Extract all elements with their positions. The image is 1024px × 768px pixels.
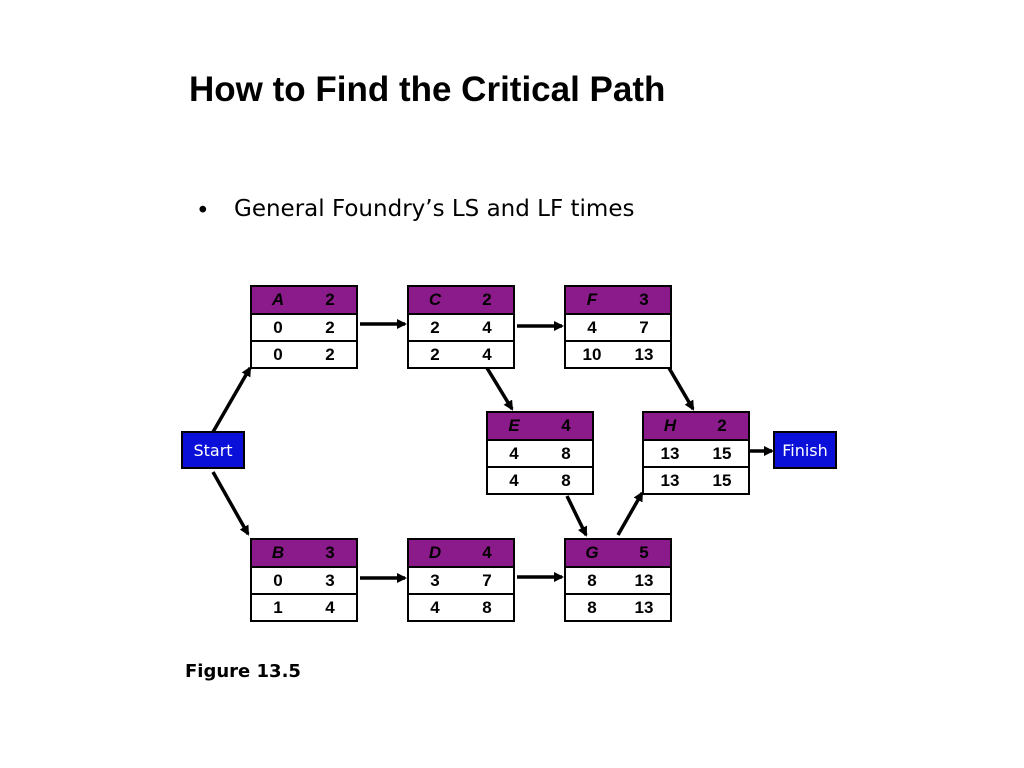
activity-time: 2 (325, 290, 335, 309)
es-value: 3 (430, 570, 440, 590)
activity-name: F (586, 290, 598, 309)
activity-name: D (428, 543, 442, 562)
finish-label: Finish (782, 440, 828, 460)
ef-value: 7 (639, 317, 649, 337)
activity-name: G (585, 543, 599, 562)
es-value: 0 (273, 570, 283, 590)
ef-value: 7 (482, 570, 492, 590)
activity-name: C (428, 290, 442, 309)
ls-value: 4 (430, 597, 440, 617)
arrow-start-b (211, 471, 250, 536)
es-value: 2 (430, 317, 440, 337)
activity-name: A (271, 290, 285, 309)
arrow-c-e (485, 367, 514, 411)
activity-name: E (508, 416, 520, 435)
arrow-e-g (565, 495, 588, 537)
finish-node: Finish (773, 431, 837, 469)
early-row: 13 15 (644, 439, 748, 466)
ls-value: 13 (660, 470, 680, 490)
es-value: 13 (660, 443, 680, 463)
ls-value: 0 (273, 344, 283, 364)
activity-name: B (271, 543, 285, 562)
lf-value: 13 (634, 597, 654, 617)
lf-value: 4 (325, 597, 335, 617)
activity-time: 3 (639, 290, 649, 309)
ls-value: 8 (587, 597, 597, 617)
ls-value: 1 (273, 597, 283, 617)
bullet-marker: • (196, 198, 210, 224)
ef-value: 2 (325, 317, 335, 337)
arrow-start-a (211, 366, 252, 433)
late-row: 8 13 (566, 593, 670, 620)
figure-caption: Figure 13.5 (185, 661, 301, 682)
activity-time: 3 (325, 543, 335, 562)
ls-value: 10 (582, 344, 602, 364)
page-title: How to Find the Critical Path (189, 70, 666, 109)
late-row: 10 13 (566, 340, 670, 367)
start-label: Start (193, 440, 233, 460)
ef-value: 15 (712, 443, 732, 463)
activity-time: 2 (717, 416, 727, 435)
lf-value: 8 (561, 470, 571, 490)
ef-value: 3 (325, 570, 335, 590)
ef-value: 8 (561, 443, 571, 463)
lf-value: 2 (325, 344, 335, 364)
ef-value: 4 (482, 317, 492, 337)
start-node: Start (181, 431, 245, 469)
ls-value: 2 (430, 344, 440, 364)
lf-value: 15 (712, 470, 732, 490)
arrow-g-h (616, 491, 644, 536)
lf-value: 8 (482, 597, 492, 617)
activity-time: 4 (561, 416, 571, 435)
activity-time: 4 (482, 543, 492, 562)
ef-value: 13 (634, 570, 654, 590)
activity-time: 2 (482, 290, 492, 309)
ls-value: 4 (509, 470, 519, 490)
lf-value: 13 (634, 344, 654, 364)
arrow-f-h (667, 367, 695, 411)
es-value: 0 (273, 317, 283, 337)
activity-time: 5 (639, 543, 649, 562)
es-value: 4 (587, 317, 597, 337)
lf-value: 4 (482, 344, 492, 364)
late-row: 13 15 (644, 466, 748, 493)
early-row: 8 13 (566, 566, 670, 593)
bullet-text: General Foundry’s LS and LF times (234, 196, 635, 222)
activity-name: H (663, 416, 677, 435)
es-value: 8 (587, 570, 597, 590)
es-value: 4 (509, 443, 519, 463)
